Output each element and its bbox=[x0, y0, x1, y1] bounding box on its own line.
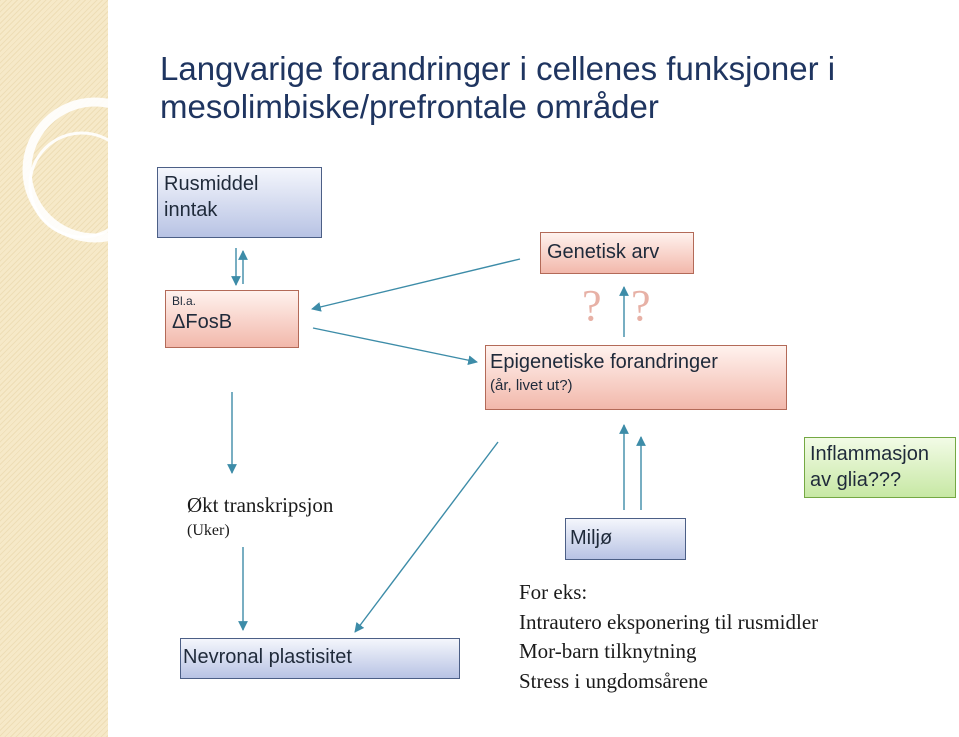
inflammasjon-box: Inflammasjon av glia??? bbox=[804, 437, 956, 498]
transkripsjon-sublabel: (Uker) bbox=[187, 522, 230, 539]
transkripsjon-label: Økt transkripsjon bbox=[187, 493, 334, 517]
example-item: Intrautero eksponering til rusmidler bbox=[519, 609, 819, 634]
rusmiddel-inntak-box: Rusmiddel inntak bbox=[157, 167, 322, 238]
arrow-fosb-to-epigenetiske bbox=[312, 327, 478, 366]
question-mark-left: ? bbox=[582, 281, 602, 330]
fosb-box: Bl.a. ΔFosB bbox=[165, 290, 299, 348]
arrow-diagonal-to-nevronal bbox=[354, 441, 499, 633]
fosb-note: Bl.a. bbox=[172, 294, 197, 308]
nevronal-plastisitet-box: Nevronal plastisitet bbox=[180, 638, 460, 679]
arrow-genetisk-to-fosb bbox=[311, 258, 521, 312]
example-item: Mor-barn tilknytning bbox=[519, 639, 697, 663]
example-item: Stress i ungdomsårene bbox=[519, 668, 708, 693]
miljo-label: Miljø bbox=[570, 527, 613, 549]
nevronal-plastisitet-label: Nevronal plastisitet bbox=[183, 646, 352, 668]
page-title: Langvarige forandringer i cellenes funks… bbox=[160, 50, 836, 125]
fosb-label: ΔFosB bbox=[172, 311, 233, 333]
epigenetiske-sublabel: (år, livet ut?) bbox=[490, 377, 573, 394]
epigenetiske-label: Epigenetiske forandringer bbox=[490, 351, 718, 373]
examples-list: For eks: Intrautero eksponering til rusm… bbox=[519, 578, 818, 696]
examples-heading: For eks: bbox=[519, 580, 588, 604]
rusmiddel-inntak-label: Rusmiddel inntak bbox=[164, 173, 259, 221]
genetisk-arv-label: Genetisk arv bbox=[547, 241, 660, 263]
miljo-box: Miljø bbox=[565, 518, 686, 560]
genetisk-arv-box: Genetisk arv bbox=[540, 232, 694, 274]
question-mark-right: ? bbox=[631, 281, 651, 330]
epigenetiske-forandringer-box: Epigenetiske forandringer (år, livet ut?… bbox=[485, 345, 787, 410]
decorative-stripe bbox=[0, 0, 108, 737]
inflammasjon-label: Inflammasjon av glia??? bbox=[810, 443, 929, 491]
